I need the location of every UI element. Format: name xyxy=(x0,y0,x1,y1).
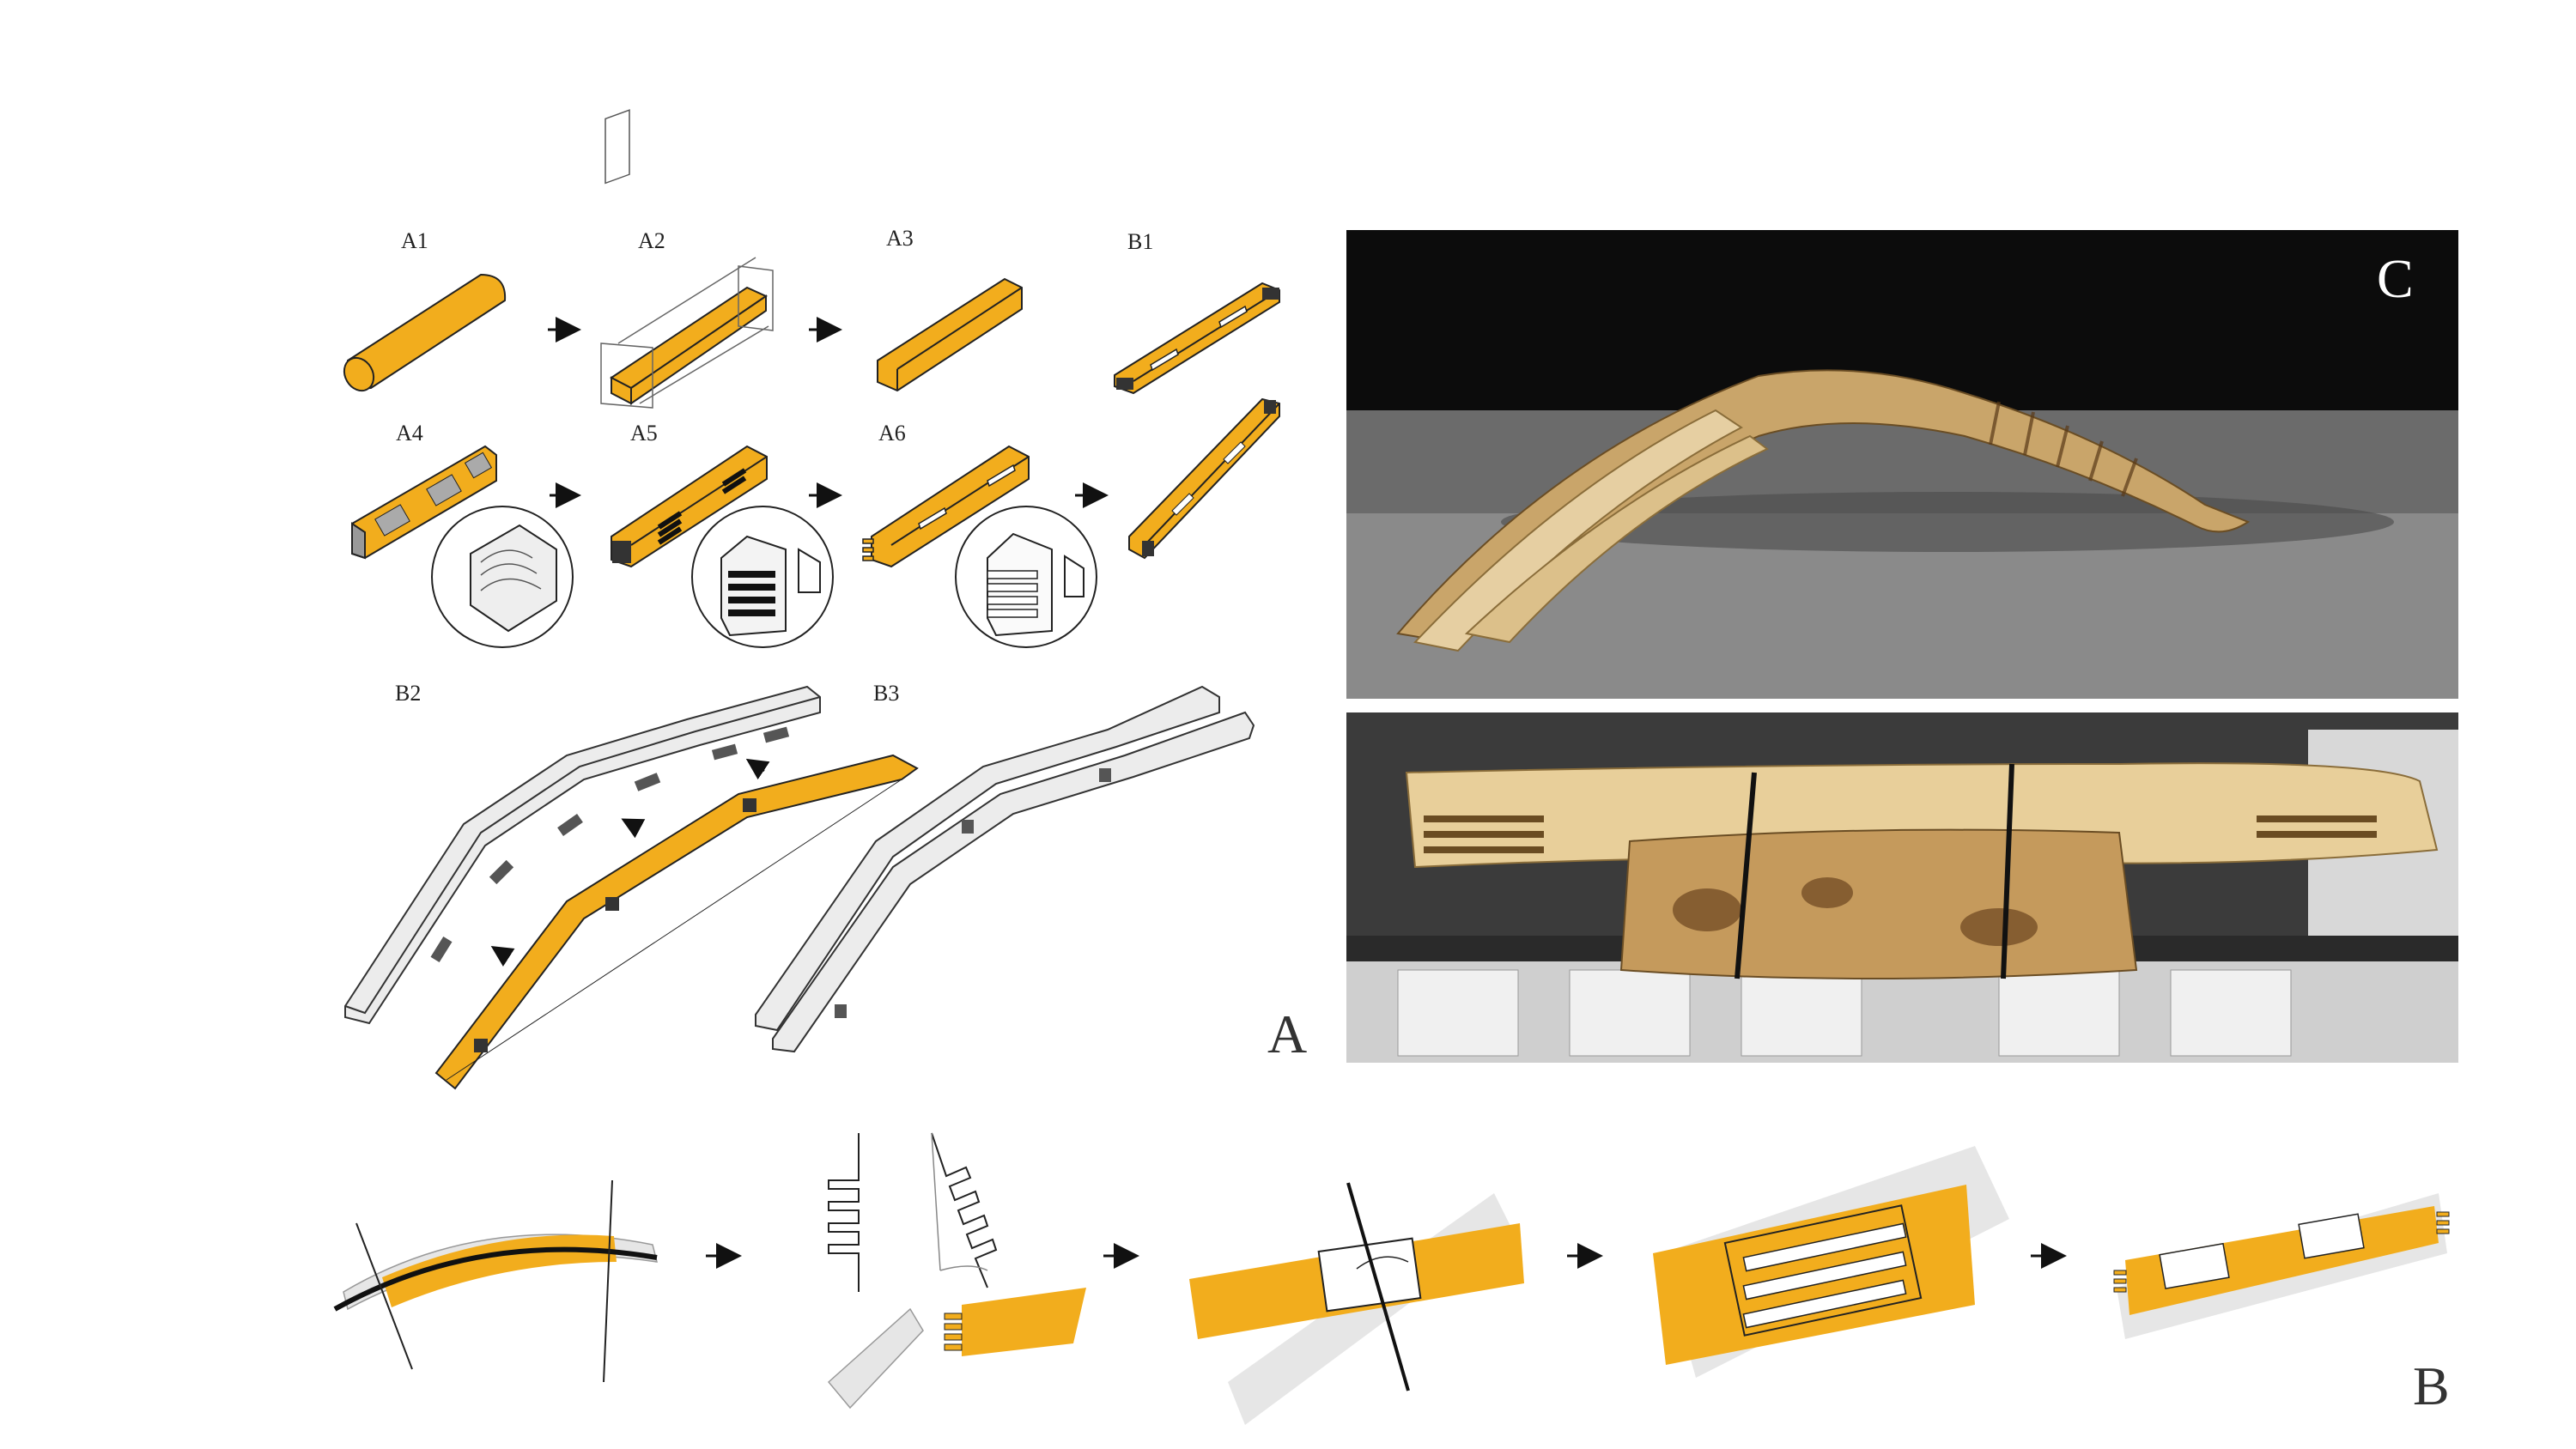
a1-raw-log xyxy=(343,273,507,392)
a3-squared-beam xyxy=(877,277,1023,392)
up-left-arrow-icon xyxy=(745,758,770,780)
photo-arch-on-floor: C xyxy=(1346,230,2458,699)
photo-arch-drawing xyxy=(1346,369,2458,699)
label-a2: A2 xyxy=(638,228,665,253)
label-a4: A4 xyxy=(396,421,423,446)
a6-beam-cut-joints xyxy=(862,445,1030,568)
b2-assembly-grey-arch xyxy=(344,685,821,1025)
a5-detail-fingers xyxy=(720,535,821,637)
label-b3: B3 xyxy=(873,681,900,706)
up-left-arrow-icon xyxy=(490,945,515,967)
panel-letter-a: A xyxy=(1267,1003,1308,1064)
photo-assembly-drawing xyxy=(1346,712,2458,1063)
label-a5: A5 xyxy=(630,421,658,446)
b3-assembled-arch xyxy=(755,685,1255,1053)
up-left-arrow-icon xyxy=(621,818,646,839)
b1-slotted-beam xyxy=(1114,282,1280,395)
a4-marked-beam xyxy=(351,445,497,560)
b2-yellow-member xyxy=(434,754,919,1090)
label-b1: B1 xyxy=(1127,229,1154,254)
label-a3: A3 xyxy=(886,226,914,251)
a6-detail-cut-fingers xyxy=(987,532,1084,637)
panel-letter-c: C xyxy=(2377,248,2414,309)
panel-letter-b: B xyxy=(2413,1355,2450,1416)
a5-beam-with-fingers xyxy=(611,445,768,568)
a4-detail-end-grain xyxy=(470,524,557,633)
label-a6: A6 xyxy=(878,421,906,446)
label-b2: B2 xyxy=(395,681,422,706)
label-a1: A1 xyxy=(401,228,428,253)
a2-log-with-cutting-planes xyxy=(600,109,774,409)
photo-log-joint-assembly xyxy=(1346,712,2458,1063)
b1-rotated-beam xyxy=(1128,397,1280,560)
